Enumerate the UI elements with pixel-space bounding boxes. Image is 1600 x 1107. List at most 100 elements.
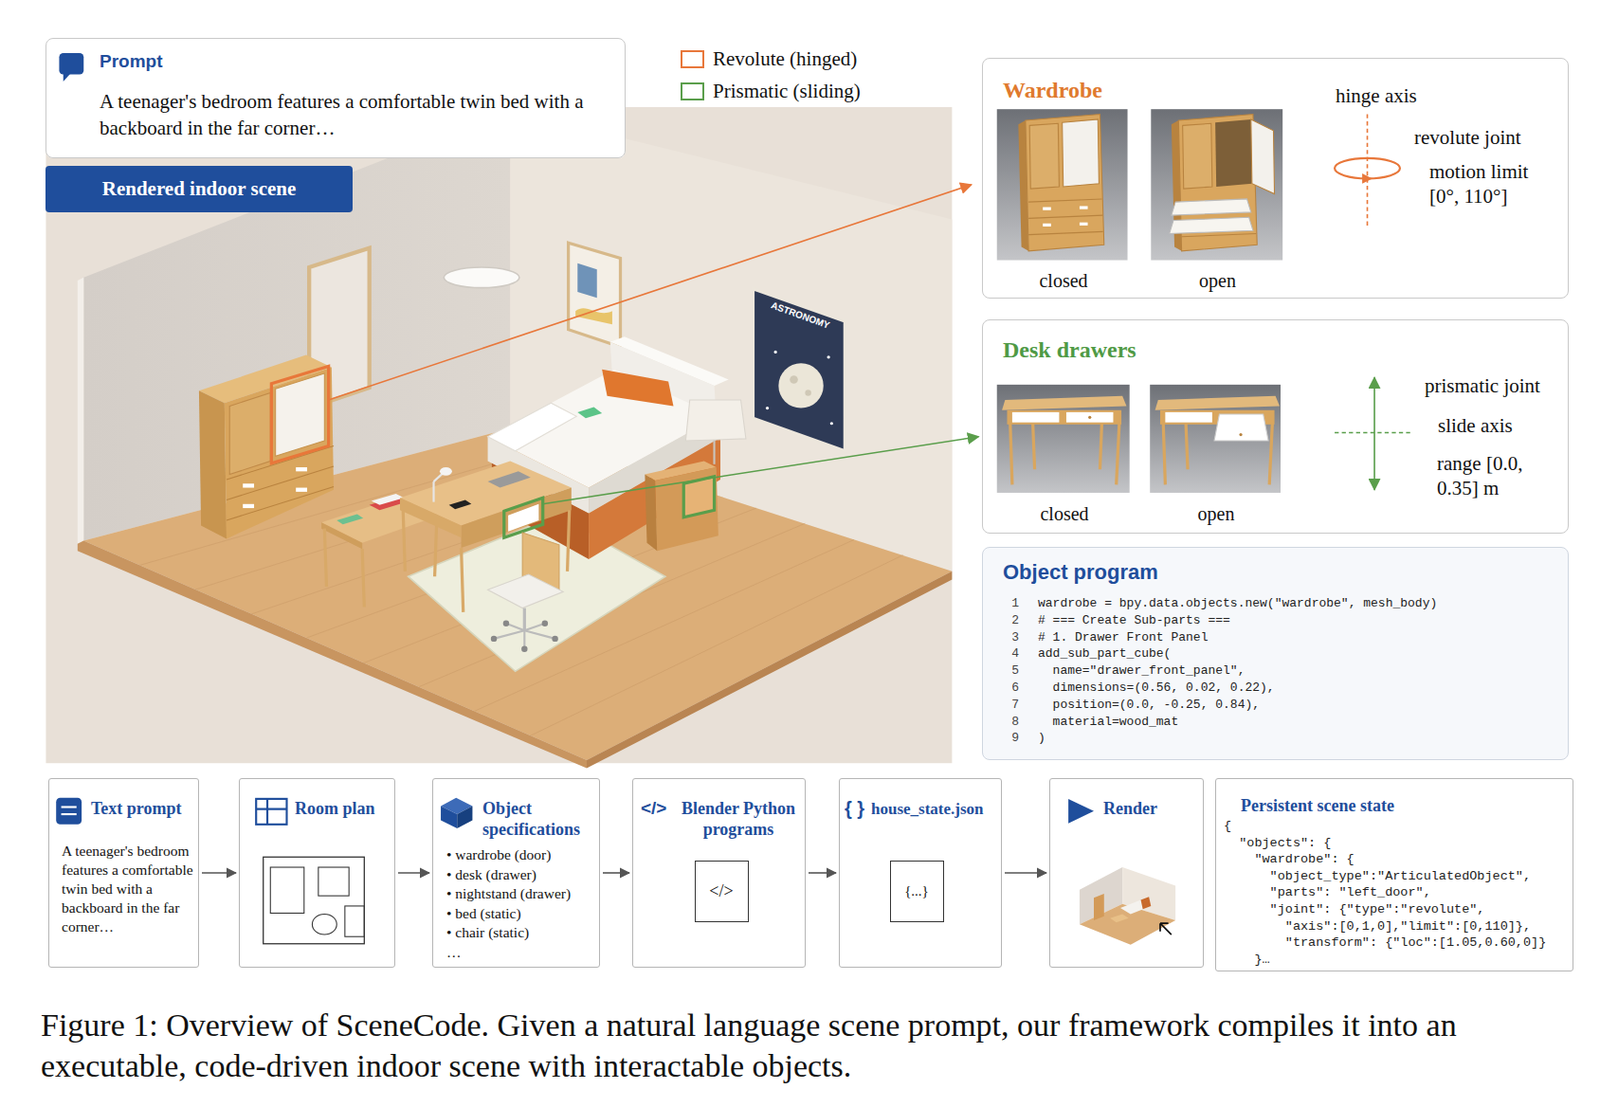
legend-item: Prismatic (sliding) [680, 79, 861, 104]
cube-icon [440, 805, 457, 829]
desk-closed-render [1032, 418, 1035, 470]
callout-arrow [328, 184, 980, 505]
wardrobe-open-render [1251, 119, 1275, 195]
panel-title: Object program [1002, 559, 1159, 586]
prompt-backing [63, 72, 73, 82]
file-box: {...} [890, 860, 945, 923]
room-plan-sketch [263, 856, 365, 945]
legend-item: Revolute (hinged) [680, 47, 857, 72]
code-line: material=wood_mat [1037, 714, 1179, 730]
wardrobe [226, 466, 334, 501]
chair [542, 620, 548, 627]
legend-swatch [680, 50, 705, 69]
rug [408, 515, 666, 673]
side-table [371, 493, 404, 506]
bed [577, 407, 602, 419]
box-heading: Render [1103, 798, 1158, 820]
nightstand [644, 461, 719, 552]
axis-label: hinge axis [1335, 83, 1418, 109]
callout-arrow [328, 184, 972, 400]
wardrobe-closed-render [1029, 123, 1059, 189]
desk-open-render [1185, 418, 1188, 470]
range-label: range [0.0, 0.35] m [1436, 451, 1559, 501]
desk-open-render [1214, 414, 1269, 441]
file-symbol: </> [695, 880, 747, 903]
spec-item: • chair (static) [446, 923, 529, 942]
floor-lamp [685, 400, 746, 465]
slide-axis-symbol [1373, 377, 1376, 490]
wardrobe [242, 483, 255, 488]
brace-icon: { } [844, 797, 865, 821]
prompt-backing [45, 37, 625, 159]
desk-closed-render [997, 384, 1130, 493]
pipeline-step: Room plan [238, 778, 396, 968]
side-table [435, 520, 437, 577]
code-line: name="drawer_front_panel", [1037, 663, 1245, 679]
nightstand [654, 467, 719, 551]
callout-arrow [543, 436, 980, 505]
desk-open-render [1149, 384, 1281, 493]
wardrobe [295, 467, 308, 472]
desk-closed-render [1116, 422, 1120, 486]
flow-arrow [201, 872, 237, 874]
json-line: }… [1223, 952, 1271, 968]
wardrobe-closed-render [1028, 199, 1104, 236]
rendered-scene [586, 571, 952, 769]
limit-label: motion limit [0°, 110°] [1429, 159, 1555, 209]
wardrobe-open-render [1150, 109, 1283, 260]
side-table [324, 520, 437, 608]
slide-axis-symbol [1334, 432, 1414, 435]
box-heading: Text prompt [90, 798, 182, 820]
side-table [336, 514, 364, 526]
wardrobe [295, 488, 308, 492]
chair [521, 645, 528, 652]
room-plan-sketch [311, 914, 337, 936]
flow-arrow [398, 872, 430, 874]
line-number: 9 [1000, 730, 1019, 746]
wardrobe [242, 504, 255, 509]
cube-icon [440, 798, 473, 829]
file-box: </> [694, 860, 749, 923]
flow-arrow [1004, 872, 1047, 874]
wardrobe-closed-render [1028, 231, 1104, 235]
astronomy-poster [765, 406, 769, 410]
astronomy-poster [752, 289, 845, 452]
desk-open-render [1269, 422, 1273, 486]
wardrobe [226, 445, 334, 521]
side-table [321, 522, 363, 549]
room-plan-sketch [345, 906, 364, 937]
wardrobe-open-render [1181, 234, 1257, 237]
rendered-scene [45, 107, 952, 769]
side-table [362, 548, 364, 607]
bed [488, 402, 578, 452]
panel-title: Desk drawers [1002, 335, 1137, 364]
desk-closed-render [1088, 416, 1091, 419]
illustration [45, 37, 1414, 946]
desk [402, 509, 569, 613]
wardrobe-open-render [1150, 109, 1283, 260]
chair [488, 574, 564, 609]
desk-closed-render [1010, 418, 1120, 485]
play-icon [1068, 799, 1094, 824]
desk-closed-render [1010, 422, 1013, 486]
desk-open-render [1164, 412, 1213, 423]
chair [488, 532, 564, 653]
text-icon [55, 798, 82, 825]
wardrobe-open-render [1171, 199, 1252, 216]
chair [551, 636, 558, 642]
flow-arrow [808, 872, 837, 874]
render-thumbnail [1141, 896, 1152, 910]
desk-open-render [1163, 422, 1165, 486]
desk [402, 509, 405, 572]
legend-text: Prismatic (sliding) [712, 79, 861, 104]
wardrobe-closed-render [1025, 114, 1105, 252]
desk-open-render [1149, 384, 1281, 493]
pipeline-step: Render [1049, 778, 1204, 968]
wall-picture [568, 242, 621, 347]
desk-closed-render [1099, 418, 1102, 470]
rug [408, 515, 666, 673]
nightstand [683, 476, 714, 518]
desk [488, 471, 531, 488]
wardrobe-closed-render [1042, 223, 1052, 227]
